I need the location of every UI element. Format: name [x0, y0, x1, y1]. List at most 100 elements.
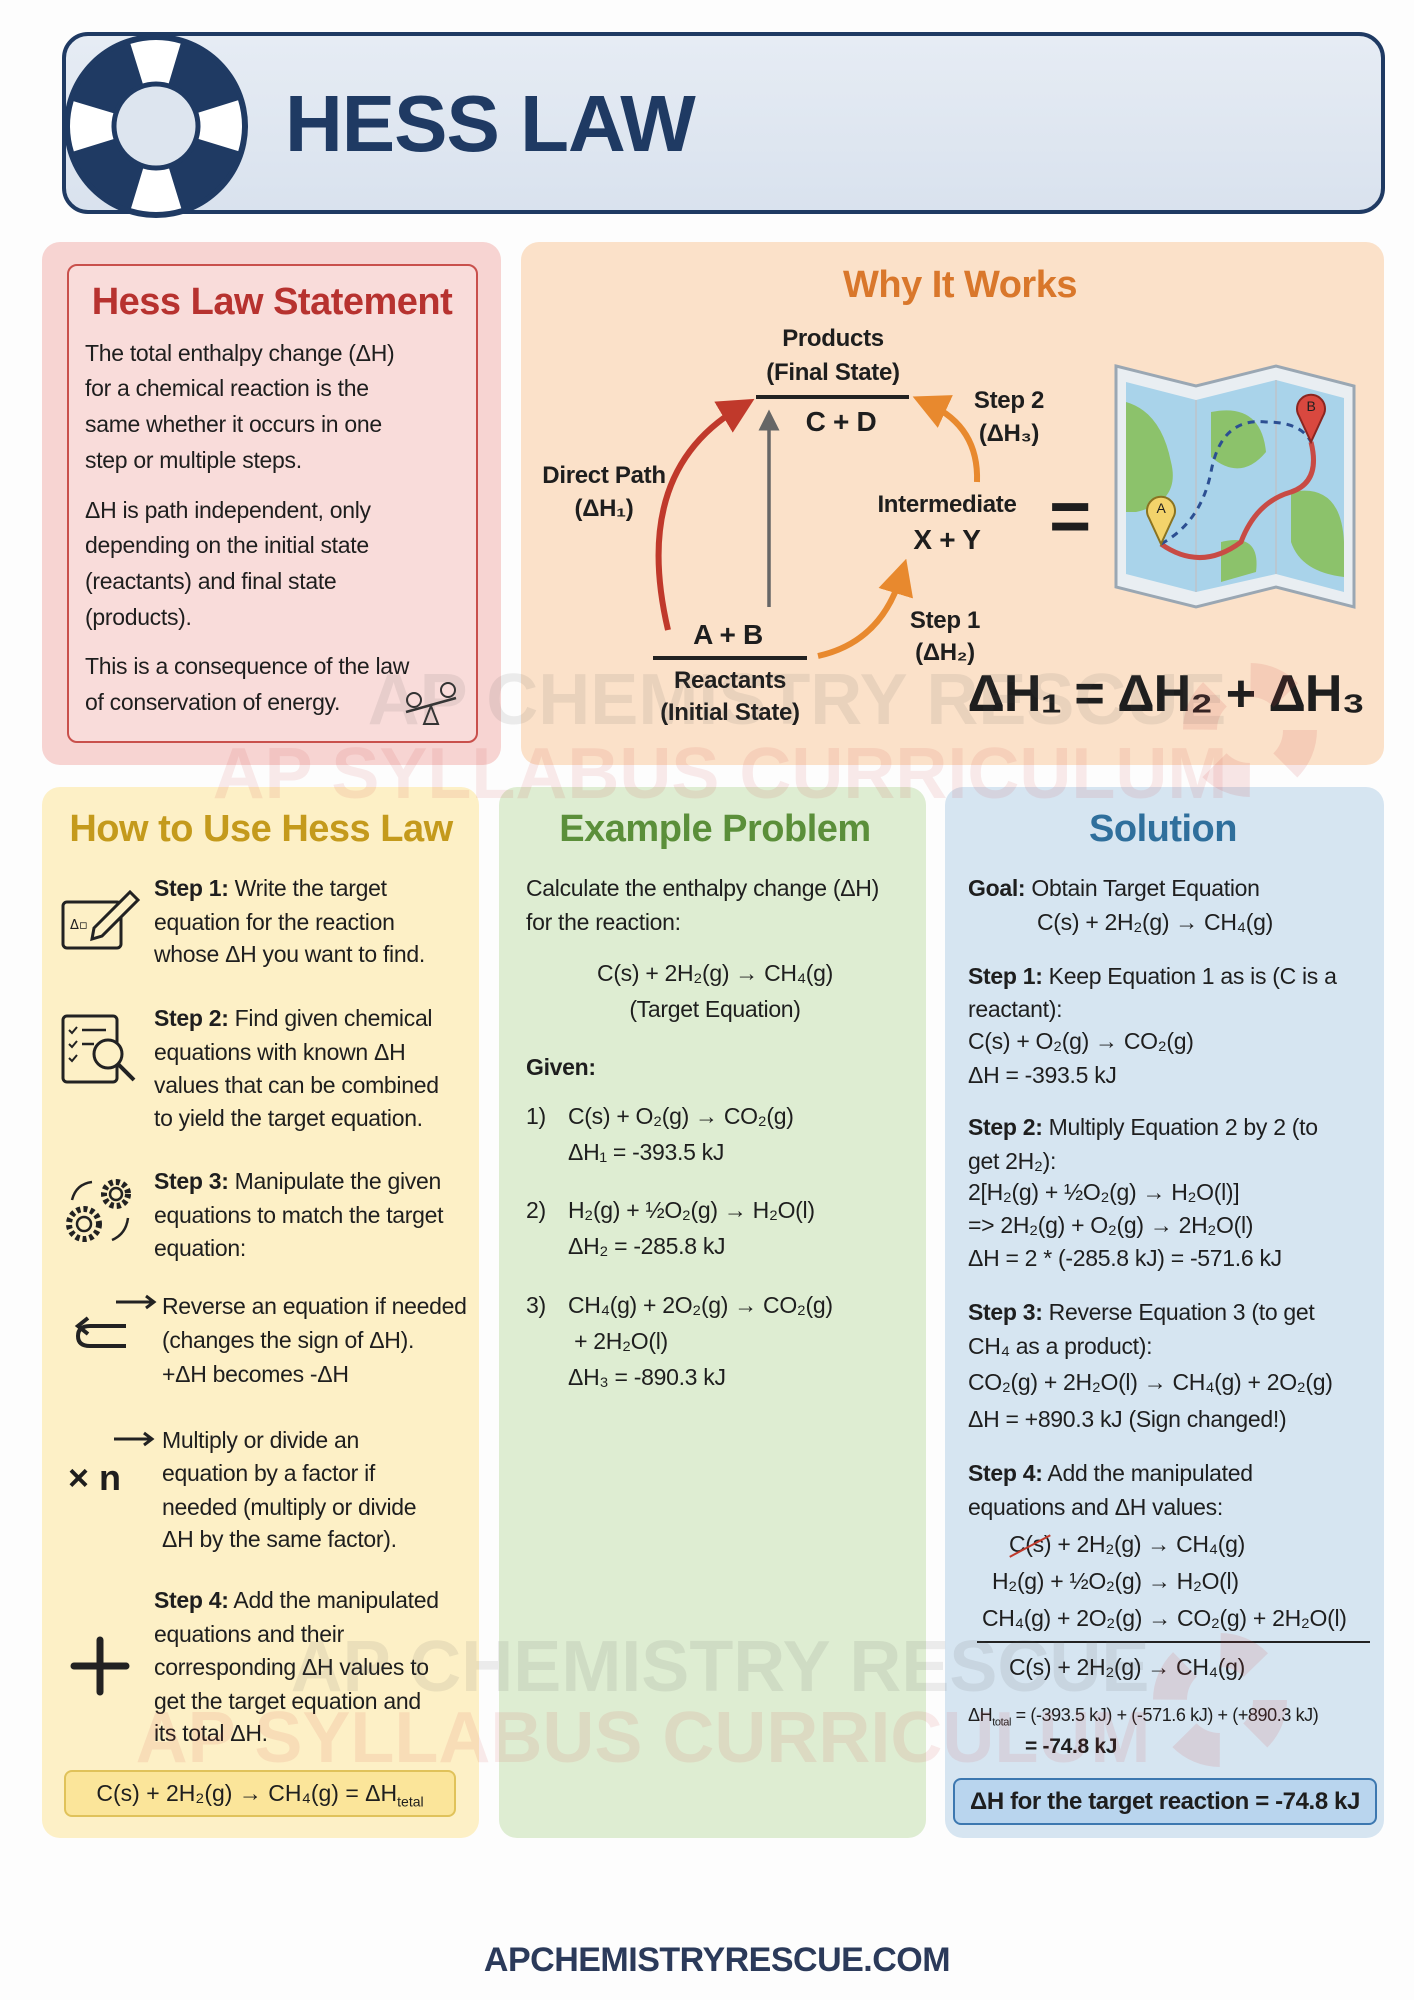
how-step4-line: corresponding ΔH values to — [154, 1654, 429, 1680]
how-step1-line: Step 1: Write the target — [154, 875, 387, 901]
statement-text: of conservation of energy. — [85, 689, 341, 715]
sum-equation-c: CH₄(g) + 2O₂(g) → CO₂(g) + 2H₂O(l) — [982, 1605, 1347, 1631]
target-equation: C(s) + 2H₂(g) → CH₄(g) — [597, 960, 833, 986]
reverse-arrow-icon — [74, 1294, 157, 1348]
given-number: 3) — [526, 1292, 546, 1318]
watermark-lifebuoy-icon — [1153, 1633, 1287, 1767]
final-state-label: (Final State) — [766, 359, 900, 386]
solution-goal-equation: C(s) + 2H₂(g) → CH₄(g) — [1037, 909, 1273, 935]
solution-title: Solution — [1089, 808, 1237, 850]
solution-step4-line: Step 4: Add the manipulated — [968, 1460, 1253, 1486]
given-equation: H₂(g) + ½O₂(g) → H₂O(l) — [568, 1197, 815, 1223]
step1-label: Step 1 — [909, 607, 981, 634]
solution-step3-line: Step 3: Reverse Equation 3 (to get — [968, 1299, 1315, 1325]
plus-icon — [70, 1636, 130, 1696]
solution-step1-line: reactant): — [968, 996, 1063, 1022]
sum-result: C(s) + 2H₂(g) → CH₄(g) — [1009, 1654, 1245, 1680]
hess-equation: ΔH₁ = ΔH₂ + ΔH₃ — [967, 665, 1366, 723]
solution-step3-line: CH₄ as a product): — [968, 1333, 1153, 1359]
example-intro: Calculate the enthalpy change (ΔH) — [526, 875, 879, 901]
statement-text: depending on the initial state — [85, 532, 369, 558]
how-step3-line: equations to match the target — [154, 1202, 444, 1228]
equals-sign: = — [1049, 477, 1091, 557]
how-step3-line: equation: — [154, 1235, 246, 1261]
arrow-right-icon — [114, 1431, 155, 1447]
statement-text: (reactants) and final state — [85, 568, 337, 594]
step2-arrow — [912, 395, 981, 483]
statement-text: The total enthalpy change (ΔH) — [85, 340, 395, 366]
solution-panel — [945, 787, 1384, 1838]
why-it-works-panel: Why It Works A B Products — [521, 242, 1384, 765]
statement-title: Hess Law Statement — [91, 281, 453, 323]
how-step4-line: get the target equation and — [154, 1688, 421, 1714]
summary-equation-box: C(s) + 2H₂(g) → CH₄(g) = ΔHtetal — [64, 1770, 456, 1817]
how-step4-line: its total ΔH. — [154, 1720, 268, 1746]
statement-text: for a chemical reaction is the — [85, 375, 369, 401]
checklist-search-icon — [61, 1014, 136, 1084]
example-panel — [499, 787, 926, 1838]
how-multiply-line: ΔH by the same factor). — [162, 1526, 397, 1552]
reactants-label: Reactants — [673, 667, 787, 694]
lifebuoy-logo-icon — [64, 34, 248, 218]
direct-path-arrow — [655, 398, 755, 631]
summary-equation: C(s) + 2H₂(g) → CH₄(g) = ΔH — [96, 1780, 398, 1806]
how-reverse-line: Reverse an equation if needed — [162, 1293, 467, 1319]
direct-path-label: Direct Path — [542, 462, 666, 489]
statement-inner-box — [67, 264, 478, 743]
solution-goal: Goal: Obtain Target Equation — [968, 875, 1260, 901]
given-label: Given: — [526, 1054, 596, 1080]
products-formula: C + D — [805, 406, 877, 437]
map-icon — [1114, 364, 1356, 609]
statement-text: This is a consequence of the law — [85, 653, 410, 679]
example-intro: for the reaction: — [526, 909, 681, 935]
how-step4-line: equations and their — [154, 1621, 344, 1647]
intermediate-label: Intermediate — [877, 491, 1017, 518]
page-title: HESS LAW — [285, 79, 696, 168]
statement-text: ΔH is path independent, only — [85, 497, 371, 523]
why-title: Why It Works — [843, 264, 1078, 306]
solution-step2-line: get 2H₂): — [968, 1148, 1057, 1174]
solution-step2-line: ΔH = 2 * (-285.8 kJ) = -571.6 kJ — [968, 1245, 1282, 1271]
given-equation: CH₄(g) + 2O₂(g) → CO₂(g) — [568, 1292, 833, 1318]
step2-dh: (ΔH₃) — [978, 420, 1040, 447]
given-enthalpy: ΔH₁ = -393.5 kJ — [568, 1139, 725, 1165]
statement-text: (products). — [85, 604, 192, 630]
how-step1-line: whose ΔH you want to find. — [154, 941, 425, 967]
how-multiply-line: equation by a factor if — [162, 1460, 376, 1486]
reactants-formula: A + B — [693, 619, 763, 650]
enthalpy-path-diagram — [653, 364, 1356, 660]
how-step1-line: equation for the reaction — [154, 909, 395, 935]
solution-step4-line: equations and ΔH values: — [968, 1494, 1223, 1520]
solution-step3-line: CO₂(g) + 2H₂O(l) → CH₄(g) + 2O₂(g) — [968, 1369, 1333, 1395]
svg-text:Δ▫: Δ▫ — [70, 918, 88, 933]
solution-step2-line: 2[H₂(g) + ½O₂(g) → H₂O(l)] — [968, 1179, 1240, 1205]
balance-scale-icon — [405, 682, 457, 725]
total-enthalpy-expression: ΔHtotal = (-393.5 kJ) + (-571.6 kJ) + (+… — [968, 1705, 1319, 1729]
how-reverse-line: (changes the sign of ΔH). — [162, 1327, 415, 1353]
given-enthalpy: ΔH₃ = -890.3 kJ — [568, 1364, 726, 1390]
multiply-factor-icon: × n — [68, 1457, 122, 1498]
how-step4-line: Step 4: Add the manipulated — [154, 1587, 439, 1613]
example-title: Example Problem — [559, 808, 871, 850]
how-step3-line: Step 3: Manipulate the given — [154, 1168, 441, 1194]
header-banner — [62, 32, 1385, 214]
pin-b-label: B — [1306, 398, 1316, 414]
total-enthalpy-value: = -74.8 kJ — [1025, 1735, 1118, 1758]
sum-equation-a: C(s) + 2H₂(g) → CH₄(g) — [1009, 1531, 1245, 1557]
how-reverse-line: +ΔH becomes -ΔH — [162, 1361, 349, 1387]
given-number: 1) — [526, 1103, 546, 1129]
crossed-out-carbon: C(s) — [1009, 1531, 1052, 1557]
step2-label: Step 2 — [973, 387, 1045, 414]
solution-step1-line: Step 1: Keep Equation 1 as is (C is a — [968, 963, 1337, 989]
solution-step2-line: => 2H₂(g) + O₂(g) → 2H₂O(l) — [968, 1212, 1254, 1238]
watermark-lifebuoy-icon — [1183, 663, 1317, 797]
given-equation: C(s) + O₂(g) → CO₂(g) — [568, 1103, 794, 1129]
gears-icon — [66, 1179, 131, 1242]
solution-step1-line: ΔH = -393.5 kJ — [968, 1062, 1117, 1088]
solution-step1-line: C(s) + O₂(g) → CO₂(g) — [968, 1028, 1194, 1054]
products-label: Products — [782, 325, 884, 352]
how-step2-line: to yield the target equation. — [154, 1105, 423, 1131]
footer-site-link[interactable]: APCHEMISTRYRESCUE.COM — [483, 1941, 951, 1979]
how-multiply-line: Multiply or divide an — [162, 1427, 359, 1453]
how-step2-line: Step 2: Find given chemical — [154, 1005, 433, 1031]
